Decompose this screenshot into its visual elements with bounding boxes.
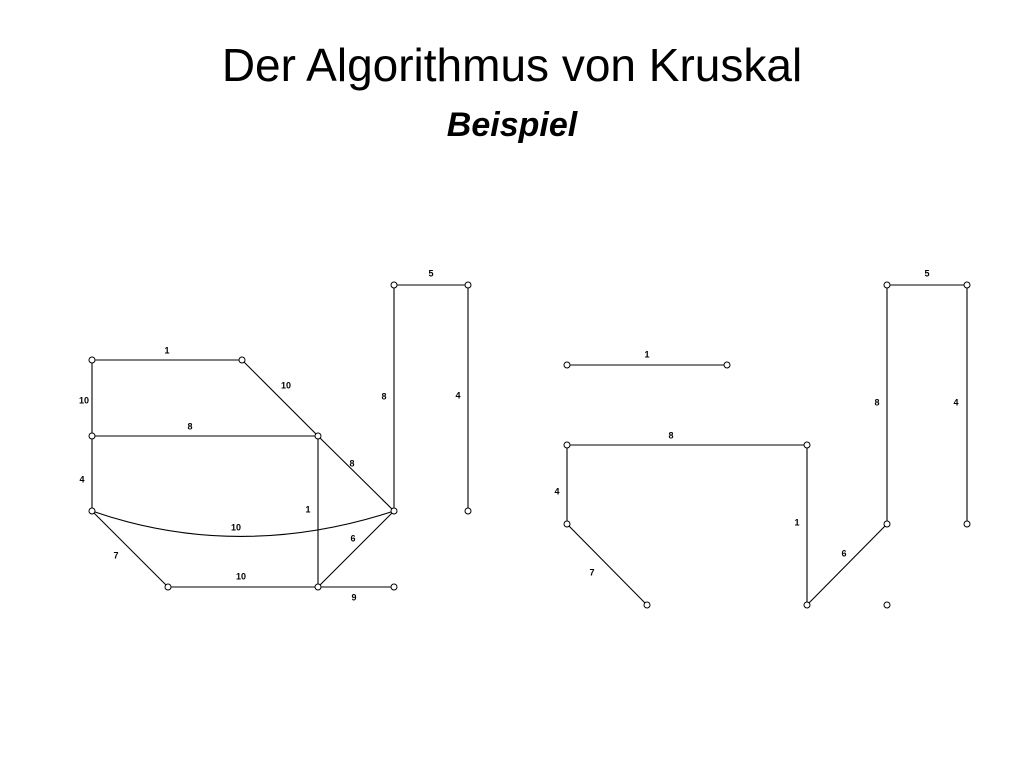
edge-e-h [91,510,395,538]
graph-node [464,281,472,289]
graph-node [314,432,322,440]
graph-node [390,507,398,515]
graph-node [88,356,96,364]
edge-weight-d-h: 8 [349,458,354,468]
graph-node [803,601,811,609]
edge-weight-d-g: 1 [794,517,799,527]
graph-node [390,583,398,591]
graph-node [314,583,322,591]
edge-weight-j-k: 5 [428,268,433,278]
edge-weight-h-j: 8 [874,397,879,407]
graph-node [643,601,651,609]
edge-g-h [317,510,395,588]
edge-weight-k-l: 4 [953,397,958,407]
graph-node [563,520,571,528]
graph-node [563,441,571,449]
edge-weight-e-f: 7 [589,567,594,577]
edge-d-h [317,435,395,512]
edge-weight-c-d: 8 [187,421,192,431]
graph-node [88,507,96,515]
slide-subtitle: Beispiel [446,106,578,144]
edge-weight-g-i: 9 [351,592,356,602]
edge-weight-k-l: 4 [455,390,460,400]
edge-weight-g-h: 6 [841,548,846,558]
graph-node [563,361,571,369]
graph-node [164,583,172,591]
graph-node [723,361,731,369]
original-graph: 1 10 10 8 4 10 7 10 1 8 6 9 8 5 4 [79,268,472,602]
edge-weight-a-c: 10 [79,395,89,405]
edge-e-f [566,523,648,606]
graph-node [238,356,246,364]
edge-weight-b-d: 10 [281,380,291,390]
edge-weight-f-g: 10 [236,571,246,581]
graph-node [963,281,971,289]
slide-title: Der Algorithmus von Kruskal [221,39,803,91]
graph-node [883,601,891,609]
graph-node [803,441,811,449]
edge-weight-c-d: 8 [668,430,673,440]
edge-weight-c-e: 4 [79,474,84,484]
spanning-tree-graph: 1 8 4 7 1 6 8 5 4 [554,268,971,609]
edge-weight-a-b: 1 [644,349,649,359]
edge-g-h [806,523,888,606]
graph-node [390,281,398,289]
edge-b-d [241,359,319,437]
edge-weight-e-h: 10 [231,522,241,532]
graph-node [883,281,891,289]
edge-weight-d-g: 1 [305,504,310,514]
edge-weight-c-e: 4 [554,486,559,496]
graph-node [883,520,891,528]
edge-weight-g-h: 6 [350,533,355,543]
edge-e-f [91,510,169,588]
graph-node [963,520,971,528]
graph-node [88,432,96,440]
edge-weight-j-k: 5 [924,268,929,278]
edge-weight-a-b: 1 [164,345,169,355]
graph-node [464,507,472,515]
edge-weight-h-j: 8 [381,391,386,401]
edge-weight-e-f: 7 [113,550,118,560]
